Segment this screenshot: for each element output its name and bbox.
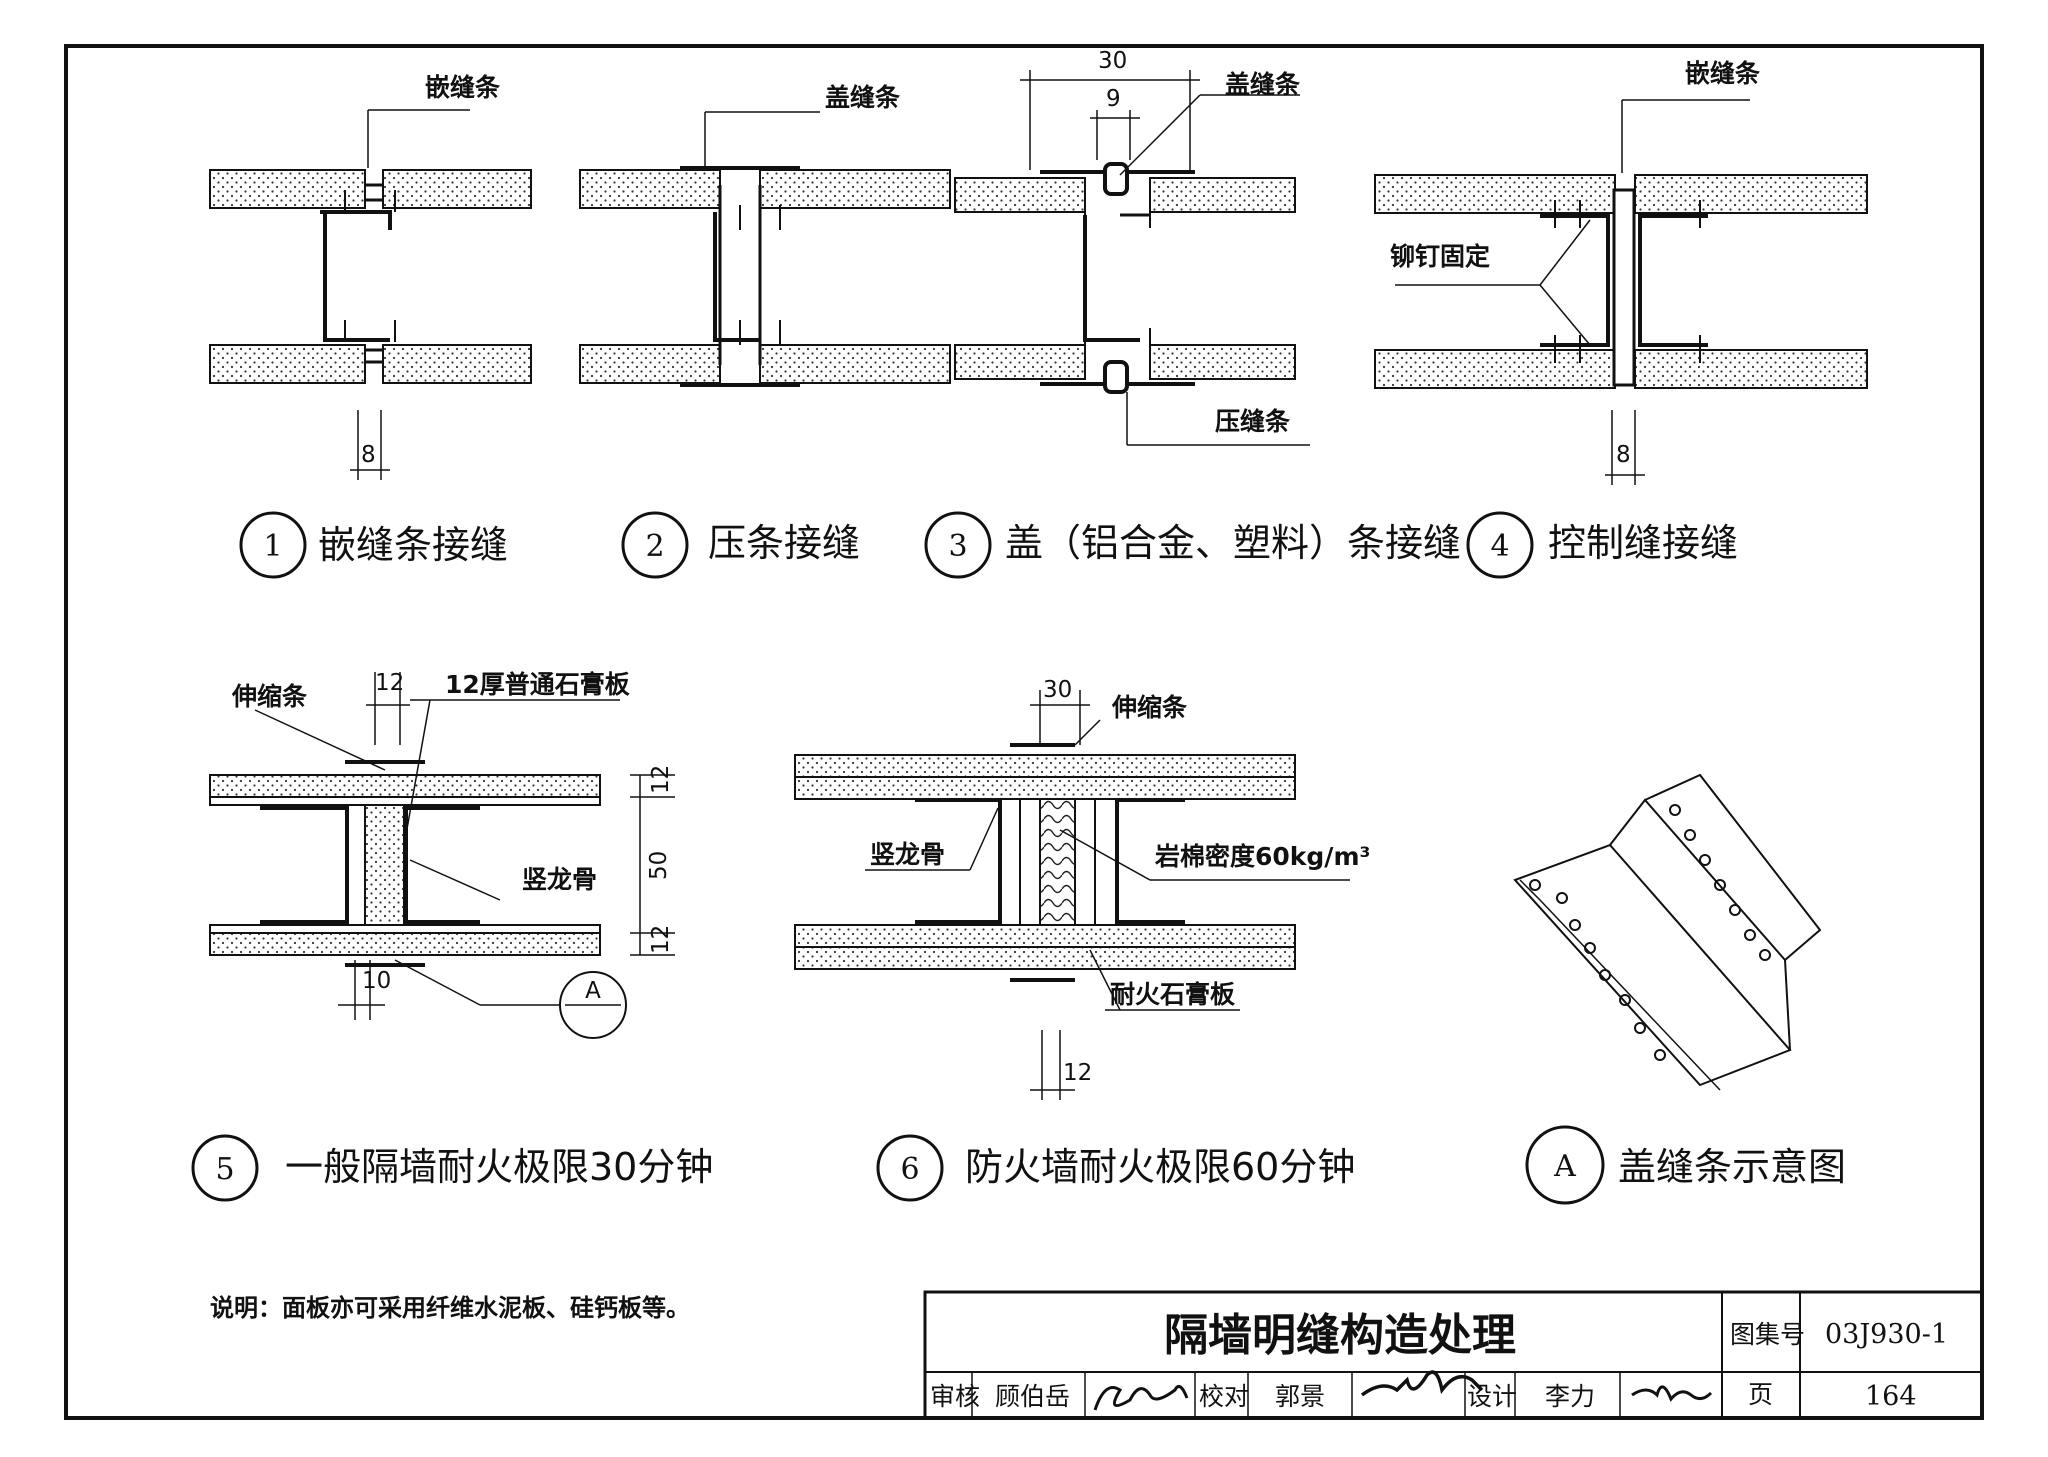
detail-2: 盖缝条 <box>579 83 951 387</box>
detail-1-label-0: 嵌缝条 <box>425 73 501 102</box>
design-signature <box>1631 1385 1713 1402</box>
detail-6-label-0: 伸缩条 <box>1111 693 1188 722</box>
detail-6: 30 伸缩条 竖龙骨 岩棉密度60kg/m³ 耐火石膏板 12 <box>794 677 1370 1100</box>
detail-4-number: 4 <box>1490 529 1509 564</box>
detail-6-dim-0: 30 <box>1043 677 1072 703</box>
detail-3-caption: 盖（铝合金、塑料）条接缝 <box>1005 521 1461 565</box>
check-name: 郭景 <box>1275 1382 1325 1411</box>
detail-5-number: 5 <box>215 1152 234 1187</box>
row1-captions: 1 嵌缝条接缝 2 压条接缝 3 盖（铝合金、塑料）条接缝 4 控制缝接缝 <box>239 511 1738 579</box>
frame-border <box>64 44 1984 1420</box>
detail-5: 伸缩条 12厚普通石膏板 竖龙骨 12 12 50 12 10 A <box>209 670 675 1039</box>
design-name: 李力 <box>1545 1382 1595 1411</box>
detail-a-number: A <box>1553 1149 1576 1184</box>
detail-5-label-2: 竖龙骨 <box>522 865 597 894</box>
detail-6-label-2: 岩棉密度60kg/m³ <box>1154 842 1370 871</box>
review-signature <box>1093 1384 1189 1411</box>
detail-2-label-0: 盖缝条 <box>825 83 901 112</box>
atlas-label: 图集号 <box>1730 1320 1805 1349</box>
title-block: 隔墙明缝构造处理 图集号 03J930-1 页 164 审核 顾伯岳 校对 郭景… <box>923 1290 1984 1420</box>
detail-4-caption: 控制缝接缝 <box>1548 521 1738 565</box>
detail-5-caption: 一般隔墙耐火极限30分钟 <box>285 1145 713 1189</box>
detail-4-dim-0: 8 <box>1616 442 1631 468</box>
detail-5-ref: A <box>585 978 601 1004</box>
detail-6-caption: 防火墙耐火极限60分钟 <box>965 1145 1355 1189</box>
page-number: 164 <box>1865 1381 1917 1412</box>
design-label: 设计 <box>1467 1382 1517 1411</box>
detail-3-number: 3 <box>948 529 967 564</box>
review-name: 顾伯岳 <box>995 1382 1070 1411</box>
detail-4: 嵌缝条 铆钉固定 8 <box>1374 59 1868 485</box>
detail-5-label-0: 伸缩条 <box>231 682 308 711</box>
detail-5-dim-3: 12 <box>648 925 674 954</box>
detail-4-label-0: 嵌缝条 <box>1685 59 1761 88</box>
detail-6-number: 6 <box>900 1152 919 1187</box>
review-label: 审核 <box>930 1382 980 1411</box>
detail-3-label-0: 盖缝条 <box>1225 70 1301 99</box>
drawing-title: 隔墙明缝构造处理 <box>1164 1310 1516 1361</box>
detail-5-dim-1: 12 <box>648 765 674 794</box>
detail-6-label-1: 竖龙骨 <box>870 840 945 869</box>
detail-4-label-1: 铆钉固定 <box>1390 242 1490 271</box>
row2-captions: 5 一般隔墙耐火极限30分钟 6 防火墙耐火极限60分钟 A 盖缝条示意图 <box>191 1125 1846 1205</box>
detail-3: 30 9 盖缝条 压缝条 <box>954 48 1310 446</box>
detail-5-dim-2: 50 <box>646 851 672 880</box>
detail-a-strip <box>1513 773 1822 1091</box>
detail-1-number: 1 <box>263 529 282 564</box>
detail-3-dim-1: 9 <box>1106 86 1121 112</box>
detail-1-dim-0: 8 <box>361 442 376 468</box>
detail-5-label-1: 12厚普通石膏板 <box>445 670 630 699</box>
detail-3-label-1: 压缝条 <box>1215 407 1291 436</box>
note-text: 说明：面板亦可采用纤维水泥板、硅钙板等。 <box>210 1294 690 1322</box>
atlas-number: 03J930-1 <box>1825 1319 1948 1350</box>
detail-6-label-3: 耐火石膏板 <box>1110 980 1235 1009</box>
detail-6-dim-1: 12 <box>1063 1060 1092 1086</box>
detail-a-caption: 盖缝条示意图 <box>1618 1145 1846 1189</box>
detail-2-caption: 压条接缝 <box>708 521 860 565</box>
detail-1-caption: 嵌缝条接缝 <box>318 523 508 567</box>
detail-3-dim-0: 30 <box>1098 48 1127 74</box>
check-signature <box>1360 1370 1484 1397</box>
detail-1: 嵌缝条 8 <box>209 73 532 480</box>
detail-5-dim-0: 12 <box>375 670 404 696</box>
page-label: 页 <box>1748 1380 1773 1409</box>
check-label: 校对 <box>1199 1382 1249 1411</box>
detail-5-dim-4: 10 <box>362 968 391 994</box>
detail-2-number: 2 <box>645 529 664 564</box>
